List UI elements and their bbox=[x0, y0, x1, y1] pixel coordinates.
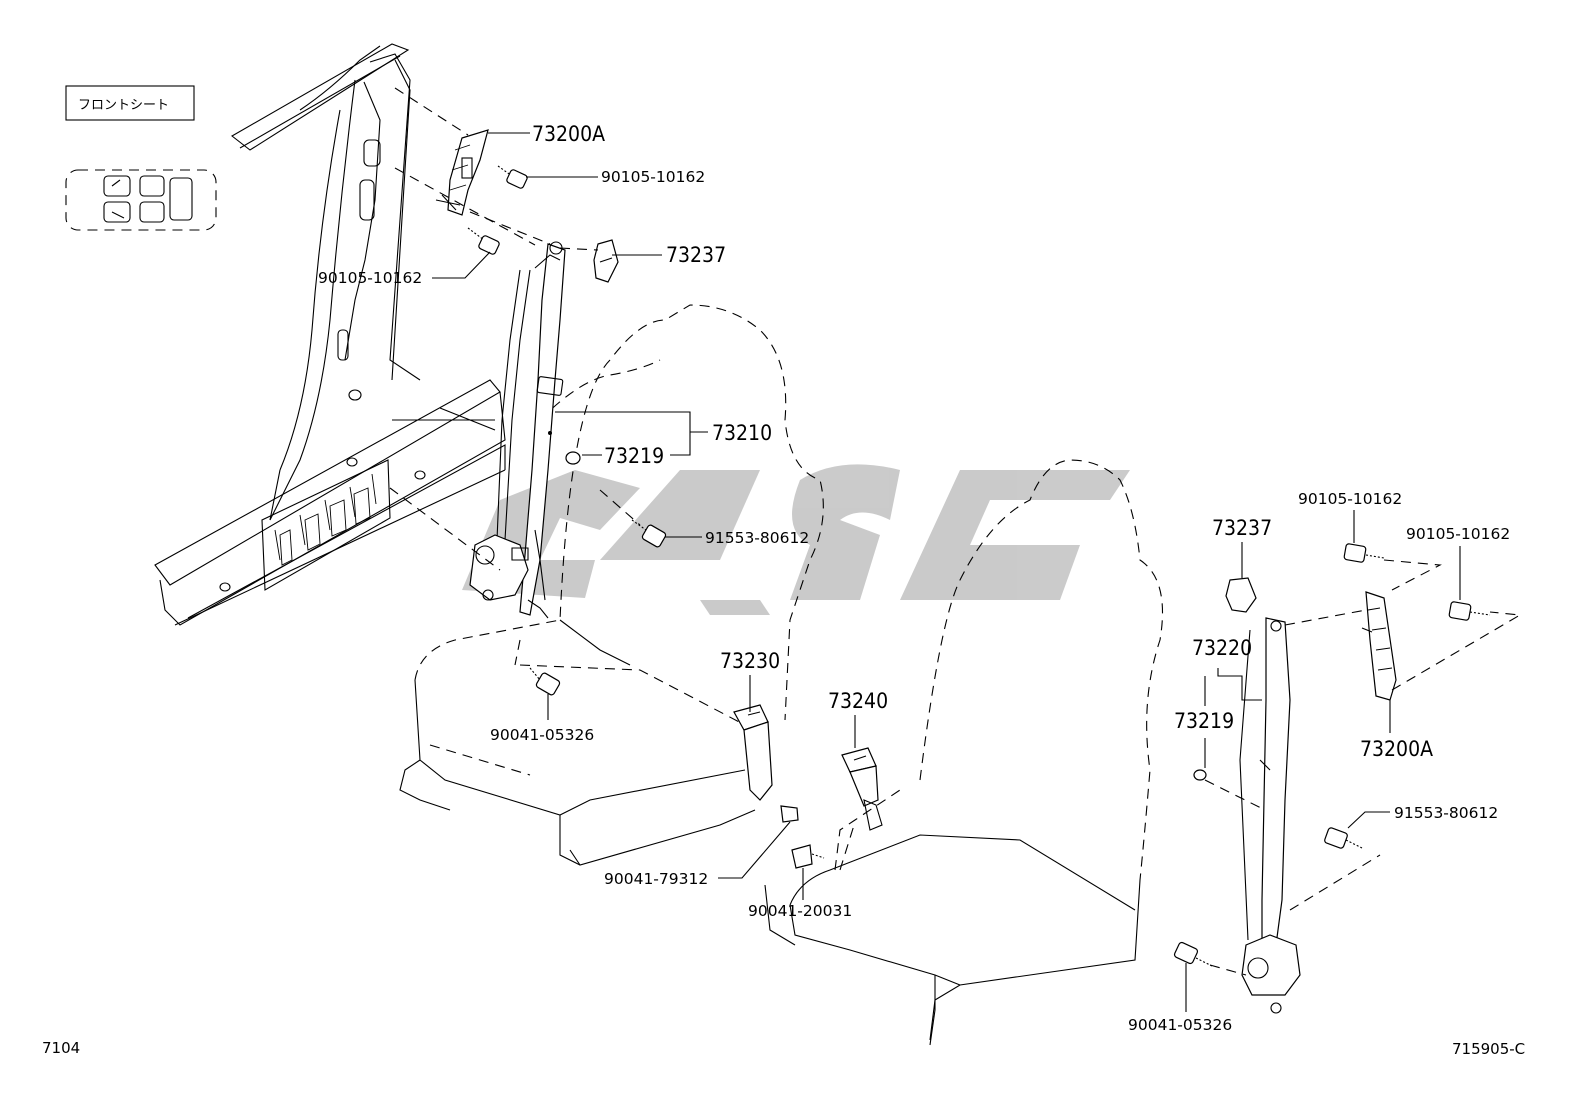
left-seatbelt-assembly bbox=[469, 241, 566, 619]
left-seat-outline bbox=[399, 304, 824, 866]
label-91553-right: 91553-80612 bbox=[1394, 804, 1498, 822]
label-73200a-top: 73200A bbox=[532, 122, 605, 146]
buckle-73240 bbox=[841, 747, 883, 831]
label-90041-79312: 90041-79312 bbox=[604, 870, 708, 888]
svg-text:フロントシート: フロントシート bbox=[78, 98, 169, 113]
label-90105-right-b: 90105-10162 bbox=[1406, 525, 1510, 543]
assembly-lines bbox=[389, 87, 1522, 976]
right-anchor-adjuster bbox=[1361, 591, 1397, 701]
bolt-90041-05326-left bbox=[529, 667, 561, 696]
label-73240: 73240 bbox=[828, 689, 888, 713]
cap-73219-left bbox=[565, 451, 581, 465]
label-90041-05326-right: 90041-05326 bbox=[1128, 1016, 1232, 1034]
label-73219-right: 73219 bbox=[1174, 709, 1234, 733]
label-90041-05326-left: 90041-05326 bbox=[490, 726, 594, 744]
label-90041-20031: 90041-20031 bbox=[748, 902, 852, 920]
bolt-90105-left bbox=[467, 227, 500, 255]
label-73200a-right: 73200A bbox=[1360, 737, 1433, 761]
part-labels: 73200A 90105-10162 90105-10162 73237 732… bbox=[318, 122, 1510, 1034]
bolt-90041-05326-right bbox=[1173, 941, 1213, 967]
label-73230: 73230 bbox=[720, 649, 780, 673]
bolt-90105-top bbox=[497, 165, 528, 189]
bolt-90105-right-a bbox=[1343, 543, 1385, 563]
label-73219-left: 73219 bbox=[604, 444, 664, 468]
label-90105-right-a: 90105-10162 bbox=[1298, 490, 1402, 508]
bolt-91553-right bbox=[1324, 827, 1363, 849]
right-seat-outline bbox=[764, 459, 1163, 1046]
bolt-91553-left bbox=[631, 519, 667, 548]
nut-90041-79312 bbox=[780, 805, 799, 823]
cap-73219-right bbox=[1193, 769, 1207, 781]
bolt-90041-20031 bbox=[791, 844, 825, 869]
label-90105-top-right: 90105-10162 bbox=[601, 168, 705, 186]
right-seatbelt-assembly bbox=[1239, 617, 1301, 1014]
seat-location-icon bbox=[65, 169, 217, 231]
cover-73237-top bbox=[593, 239, 619, 283]
cover-73237-right bbox=[1225, 577, 1257, 613]
seat-tag: フロントシート bbox=[65, 85, 195, 121]
leader-lines bbox=[432, 132, 1461, 1012]
label-73210: 73210 bbox=[712, 421, 772, 445]
buckle-73230 bbox=[733, 704, 773, 801]
bolt-90105-right-b bbox=[1448, 601, 1491, 621]
figure-code-right: 715905-C bbox=[1452, 1040, 1525, 1058]
left-anchor-adjuster bbox=[435, 129, 489, 216]
label-73237-right: 73237 bbox=[1212, 516, 1272, 540]
body-pillar-structure bbox=[154, 43, 506, 626]
label-73237-top: 73237 bbox=[666, 243, 726, 267]
label-73220: 73220 bbox=[1192, 636, 1252, 660]
label-91553-left: 91553-80612 bbox=[705, 529, 809, 547]
figure-code-left: 7104 bbox=[42, 1039, 80, 1057]
label-90105-top-left: 90105-10162 bbox=[318, 269, 422, 287]
